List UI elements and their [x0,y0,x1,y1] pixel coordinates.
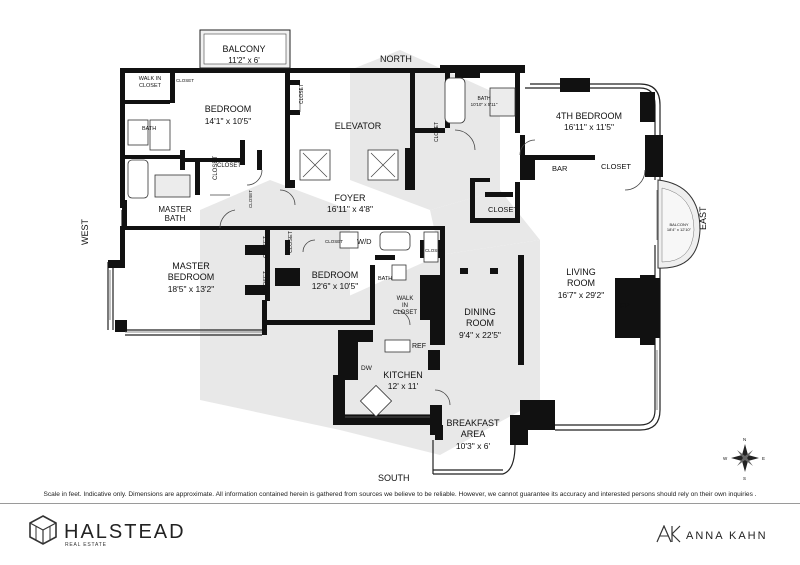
closet-4th-bedroom: CLOSET [601,162,631,171]
rose-e: E [762,456,765,461]
room-walk-in-closet-nw: WALK IN CLOSET [139,76,161,89]
ref-label: REF [412,343,426,350]
closet-hall-vertical: CLOSET [213,156,219,180]
svg-text:ROOM: ROOM [567,278,595,288]
room-balcony-top: BALCONY 11'2" x 6' [222,44,265,65]
room-walk-in-closet-mid: WALK IN CLOSET [393,296,417,316]
room-breakfast-area: BREAKFAST AREA 10'3" x 6' [446,418,500,451]
agent-name: ANNA KAHN [686,530,768,542]
svg-text:KITCHEN: KITCHEN [383,370,423,380]
svg-text:11'2" x 6': 11'2" x 6' [228,56,260,65]
svg-text:ROOM: ROOM [466,318,494,328]
closet-elevator-right: CLOSET [434,122,440,142]
rose-w: W [723,456,728,461]
closet-nw-top: CLOSET [176,78,194,83]
room-master-bath: MASTER BATH [158,205,192,223]
closet-nw-right: CLOSET [299,84,305,104]
room-dining-room: DINING ROOM 9'4" x 22'5" [459,307,501,340]
svg-text:16'11" x 11'5": 16'11" x 11'5" [564,122,614,132]
closet-master-2: CLOSET [263,270,269,293]
compass-west-label: WEST [80,218,90,245]
svg-text:BATH: BATH [165,214,186,223]
rose-s: S [743,476,746,481]
door-swings [219,129,646,406]
room-kitchen: KITCHEN 12' x 11' [383,370,423,391]
room-balcony-east: BALCONY 18'4" x 12'10" [667,222,692,232]
svg-text:12' x 11': 12' x 11' [388,381,419,391]
svg-text:BEDROOM: BEDROOM [168,272,215,282]
thick-walls [108,65,663,445]
svg-text:16'11" x 4'8": 16'11" x 4'8" [327,204,373,214]
closet-small-top: CLOSET [325,239,343,244]
svg-text:10'3" x 6': 10'3" x 6' [456,441,491,451]
svg-text:IN: IN [402,303,408,309]
svg-text:18'4" x 12'10": 18'4" x 12'10" [667,227,692,232]
footer-divider [0,503,800,504]
closet-hall: CLOSET [217,163,241,169]
svg-text:FOYER: FOYER [334,193,366,203]
svg-text:14'1" x 10'5": 14'1" x 10'5" [205,116,252,126]
room-wd: W/D [357,237,372,246]
svg-text:LIVING: LIVING [566,267,596,277]
disclaimer-text: Scale in feet. Indicative only. Dimensio… [43,491,757,498]
halstead-subtitle: REAL ESTATE [65,542,107,548]
closet-hall-small: CLOSET [248,190,253,208]
svg-text:DINING: DINING [464,307,496,317]
room-bedroom-mid: BEDROOM 12'6" x 10'5" [312,270,359,291]
balcony-top [199,29,291,69]
svg-text:MASTER: MASTER [172,261,210,271]
room-4th-bedroom: 4TH BEDROOM 16'11" x 11'5" [556,111,622,132]
halstead-name: HALSTEAD [64,521,186,543]
svg-text:MASTER: MASTER [158,205,192,214]
svg-text:BEDROOM: BEDROOM [312,270,359,280]
room-master-bedroom: MASTER BEDROOM 18'5" x 13'2" [168,261,215,294]
closet-shelves [210,88,396,196]
windows [109,190,658,418]
svg-text:10'10" x 5'11": 10'10" x 5'11" [471,102,498,107]
room-bath-mid: BATH [378,276,392,282]
svg-text:BALCONY: BALCONY [669,222,688,227]
closet-bedroom-mid: CLOSET [288,230,294,253]
room-bedroom-nw: BEDROOM 14'1" x 10'5" [205,104,252,126]
svg-text:BREAKFAST: BREAKFAST [446,418,500,428]
balcony-east [657,179,701,269]
ak-monogram-icon [656,525,681,543]
fireplace-label: FP [620,301,630,310]
svg-text:9'4" x 22'5": 9'4" x 22'5" [459,330,501,340]
room-bath-small: BATH [142,126,156,132]
closet-foyer-right: CLOSET [488,205,518,214]
compass-north-label: NORTH [380,54,412,64]
rose-n: N [743,437,746,442]
halstead-logo-icon [29,515,57,545]
room-living-room: LIVING ROOM 16'7" x 29'2" [558,267,605,300]
floor-plan: NORTH SOUTH EAST WEST BALCONY 11'2" x 6'… [80,29,765,483]
room-bath-nne: BATH 10'10" x 5'11" [471,96,498,107]
svg-text:AREA: AREA [461,429,486,439]
closet-master-1: CLOSET [263,235,269,258]
svg-text:18'5" x 13'2": 18'5" x 13'2" [168,284,215,294]
svg-text:16'7" x 29'2": 16'7" x 29'2" [558,290,605,300]
svg-text:4TH BEDROOM: 4TH BEDROOM [556,111,622,121]
svg-text:CLOSET: CLOSET [393,310,417,316]
svg-text:WALK: WALK [397,296,414,302]
compass-rose-icon: N S E W [723,437,765,481]
svg-text:BALCONY: BALCONY [222,44,265,54]
room-bar: BAR [552,164,568,173]
closet-bath-side: CLOSET [425,248,443,253]
room-elevator: ELEVATOR [335,121,382,131]
svg-text:12'6" x 10'5": 12'6" x 10'5" [312,281,359,291]
room-foyer: FOYER 16'11" x 4'8" [327,193,373,214]
compass-east-label: EAST [698,206,708,230]
compass-south-label: SOUTH [378,473,410,483]
svg-text:BATH: BATH [478,96,491,102]
svg-text:BEDROOM: BEDROOM [205,104,252,114]
dw-label: DW [361,365,373,372]
